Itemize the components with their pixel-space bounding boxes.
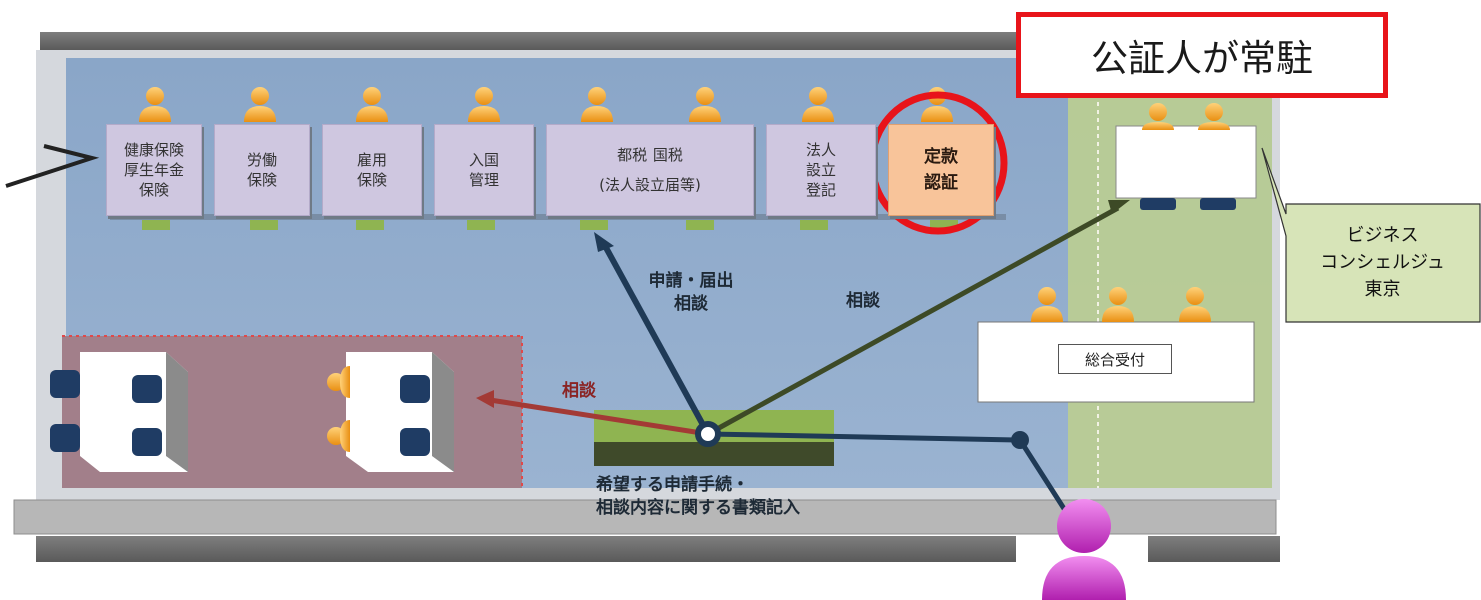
visitor-icon (1042, 499, 1126, 600)
counter-immigration: 入国 管理 (434, 124, 534, 216)
flow-arrows (476, 200, 1130, 520)
consult-right-label: 相談 (846, 291, 880, 311)
counter-employment-insurance: 雇用 保険 (322, 124, 422, 216)
consultant-icons (327, 366, 350, 452)
concierge-staff-icons (1142, 103, 1230, 130)
fill-in-label: 希望する申請手続・ 相談内容に関する書類記入 (596, 475, 800, 518)
counter-label: 定款 認証 (924, 147, 958, 193)
top-wall (40, 32, 1280, 50)
counter-label: 雇用 保険 (356, 151, 387, 189)
counter-articles-certification: 定款 認証 (888, 124, 994, 216)
notary-callout: 公証人が常駐 (1016, 12, 1388, 98)
concierge-label: ビジネス コンシェルジュ 東京 (1320, 224, 1445, 300)
staff-icons (139, 87, 953, 122)
counter-health-pension: 健康保険 厚生年金 保険 (106, 124, 202, 216)
arrow-icon (594, 232, 614, 252)
reception-staff-icons (1031, 287, 1211, 322)
notary-callout-text: 公証人が常駐 (1091, 37, 1313, 80)
counter-feet (142, 220, 958, 230)
counter-corporate-registration: 法人 設立 登記 (766, 124, 876, 216)
counter-label: 健康保険 厚生年金 保険 (123, 141, 184, 199)
meeting-chairs (50, 370, 430, 456)
reception-sign: 総合受付 (1058, 344, 1172, 374)
chair-icon (1140, 198, 1176, 210)
tokyo-tax-label: 都税 (617, 146, 648, 164)
counter-tax: 都税 国税 (法人設立届等) (546, 124, 754, 216)
concierge-bubble (1261, 147, 1481, 323)
pointer-arrow (5, 144, 100, 188)
counter-label: 法人 設立 登記 (805, 141, 836, 199)
chair-icon (1200, 198, 1236, 210)
tax-sub-label: (法人設立届等) (599, 176, 701, 194)
counter-label: 労働 保険 (246, 151, 277, 189)
national-tax-label: 国税 (652, 146, 683, 164)
counter-label: 入国 管理 (468, 151, 499, 189)
counter-labor-insurance: 労働 保険 (214, 124, 310, 216)
application-flow-label: 申請・届出 相談 (648, 271, 734, 314)
concierge-desk (1115, 125, 1257, 199)
consult-left-label: 相談 (562, 381, 596, 401)
meeting-table-right (346, 352, 454, 472)
